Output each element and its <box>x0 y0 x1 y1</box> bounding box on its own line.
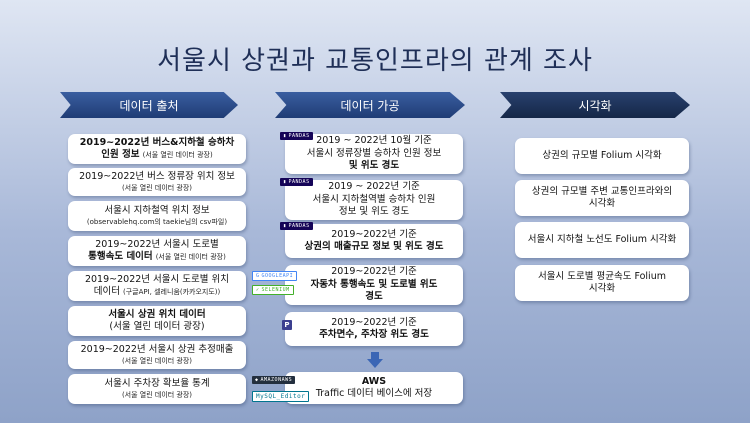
source-box-8: 서울시 주차장 확보율 통계 (서울 열린 데이터 광장) <box>68 374 246 404</box>
pandas-icon: ▮ <box>283 223 287 229</box>
source-box-2: 2019~2022년 버스 정류장 위치 정보 (서울 열린 데이터 광장) <box>68 168 246 196</box>
processing-line: 2019~2022년 기준 <box>331 266 417 278</box>
visualization-box-3: 서울시 지하철 노선도 Folium 시각화 <box>515 222 689 258</box>
down-arrow-icon <box>367 352 383 368</box>
column-header-label: 시각화 <box>578 98 612 113</box>
visualization-box-1: 상권의 규모별 Folium 시각화 <box>515 138 689 174</box>
processing-line: 2019~2022년 기준 <box>331 316 417 328</box>
column-header-label: 데이터 출처 <box>119 98 179 113</box>
processing-box-4: 2019~2022년 기준 자동차 통행속도 및 도로별 위도 경도 <box>285 265 463 305</box>
column-header-source: 데이터 출처 <box>60 92 238 118</box>
processing-box-1: 2019 ~ 2022년 10월 기준 서울시 정류장별 승하차 인원 정보 및… <box>285 134 463 174</box>
source-box-5: 2019~2022년 서울시 도로별 위치 데이터 (구글API, 셀레니움(카… <box>68 271 246 301</box>
mysql-badge: MySQL_Editor <box>252 391 310 402</box>
processing-line: 주차면수, 주차장 위도 경도 <box>319 329 429 340</box>
pandas-badge: ▮PANDAS <box>280 222 313 230</box>
processing-line: 서울시 지하철역별 승하차 인원 <box>312 193 436 205</box>
source-line: 인원 정보 <box>101 149 140 160</box>
processing-line: 2019~2022년 기준 <box>331 228 417 240</box>
source-line: 서울시 상권 위치 데이터 <box>108 308 206 320</box>
processing-box-2: 2019 ~ 2022년 기준 서울시 지하철역별 승하차 인원 정보 및 위도… <box>285 180 463 220</box>
source-line: 2019~2022년 서울시 상권 추정매출 <box>80 344 234 356</box>
source-note: (서울 열린 데이터 광장) <box>155 253 226 261</box>
badge-label: AMAZONAWS <box>260 377 293 383</box>
source-line: 2019~2022년 버스&지하철 승하차 <box>79 136 235 148</box>
pandas-badge: ▮PANDAS <box>280 132 313 140</box>
source-box-7: 2019~2022년 서울시 상권 추정매출 (서울 열린 데이터 광장) <box>68 341 246 369</box>
pandas-icon: ▮ <box>283 179 287 185</box>
processing-box-6: AWS Traffic 데이터 베이스에 저장 <box>285 372 463 404</box>
column-header-label: 데이터 가공 <box>340 98 400 113</box>
processing-box-3: 2019~2022년 기준 상권의 매출규모 정보 및 위도 경도 <box>285 224 463 258</box>
source-line: 2019~2022년 서울시 도로별 위치 <box>84 273 230 285</box>
processing-line: AWS <box>361 375 387 387</box>
source-line: 통행속도 데이터 <box>88 251 153 262</box>
google-icon: G <box>256 273 260 279</box>
badge-label: PANDAS <box>288 223 310 229</box>
processing-box-5: 2019~2022년 기준 주차면수, 주차장 위도 경도 <box>285 312 463 346</box>
processing-line: Traffic 데이터 베이스에 저장 <box>315 388 433 399</box>
source-note: (서울 열린 데이터 광장) <box>121 356 193 365</box>
column-header-visualization: 시각화 <box>500 92 690 118</box>
source-box-3: 서울시 지하철역 위치 정보 (observablehq.com의 taekie… <box>68 201 246 231</box>
visualization-line: 시각화 <box>588 198 616 209</box>
visualization-box-2: 상권의 규모별 주변 교통인프라와의 시각화 <box>515 180 689 216</box>
processing-line: 자동차 통행속도 및 도로별 위도 <box>310 278 438 290</box>
source-note: (서울 열린 데이터 광장) <box>121 390 193 399</box>
visualization-line: 시각화 <box>588 283 616 294</box>
source-note: (observablehq.com의 taekie님의 csv파일) <box>86 217 228 226</box>
source-line: 서울시 주차장 확보율 통계 <box>104 378 210 390</box>
source-line: 서울시 지하철역 위치 정보 <box>104 205 210 217</box>
selenium-icon: ✓ <box>256 287 260 293</box>
visualization-line: 서울시 도로별 평균속도 Folium <box>538 270 666 282</box>
processing-line: 정보 및 위도 경도 <box>338 206 410 218</box>
processing-line: 및 위도 경도 <box>348 160 400 172</box>
badge-label: PANDAS <box>288 179 310 185</box>
visualization-line: 상권의 규모별 Folium 시각화 <box>542 149 662 161</box>
pandas-badge: ▮PANDAS <box>280 178 313 186</box>
aws-icon: ◆ <box>255 377 259 383</box>
source-note: (서울 열린 데이터 광장) <box>121 183 193 192</box>
badge-label: PANDAS <box>288 133 310 139</box>
parking-icon: P <box>282 320 292 330</box>
aws-badge: ◆AMAZONAWS <box>252 376 296 384</box>
processing-line: 서울시 정류장별 승하차 인원 정보 <box>306 147 442 159</box>
visualization-line: 서울시 지하철 노선도 Folium 시각화 <box>527 233 677 245</box>
column-header-processing: 데이터 가공 <box>275 92 465 118</box>
page-title: 서울시 상권과 교통인프라의 관계 조사 <box>157 46 593 76</box>
processing-line: 2019 ~ 2022년 10월 기준 <box>316 135 432 147</box>
source-box-1: 2019~2022년 버스&지하철 승하차 인원 정보 (서울 열린 데이터 광… <box>68 134 246 164</box>
source-line: 2019~2022년 버스 정류장 위치 정보 <box>79 171 235 183</box>
selenium-badge: ✓SELENIUM <box>252 285 294 295</box>
processing-line: 상권의 매출규모 정보 및 위도 경도 <box>304 241 444 252</box>
source-line: 2019~2022년 서울시 도로별 <box>95 238 219 250</box>
visualization-box-4: 서울시 도로별 평균속도 Folium 시각화 <box>515 265 689 301</box>
visualization-line: 상권의 규모별 주변 교통인프라와의 <box>531 185 673 197</box>
pandas-icon: ▮ <box>283 133 287 139</box>
processing-line: 2019 ~ 2022년 기준 <box>328 181 420 193</box>
source-line: 데이터 <box>93 286 120 297</box>
source-box-4: 2019~2022년 서울시 도로별 통행속도 데이터 (서울 열린 데이터 광… <box>68 236 246 266</box>
source-note: (구글API, 셀레니움(카카오지도)) <box>122 288 221 296</box>
badge-label: MySQL_Editor <box>256 393 306 400</box>
source-box-6: 서울시 상권 위치 데이터 (서울 열린 데이터 광장) <box>68 306 246 336</box>
source-line: (서울 열린 데이터 광장) <box>109 321 205 332</box>
badge-label: GOOGLEAPI <box>261 273 294 279</box>
badge-label: SELENIUM <box>261 287 290 293</box>
source-note: (서울 열린 데이터 광장) <box>142 151 213 159</box>
processing-line: 경도 <box>365 291 383 303</box>
